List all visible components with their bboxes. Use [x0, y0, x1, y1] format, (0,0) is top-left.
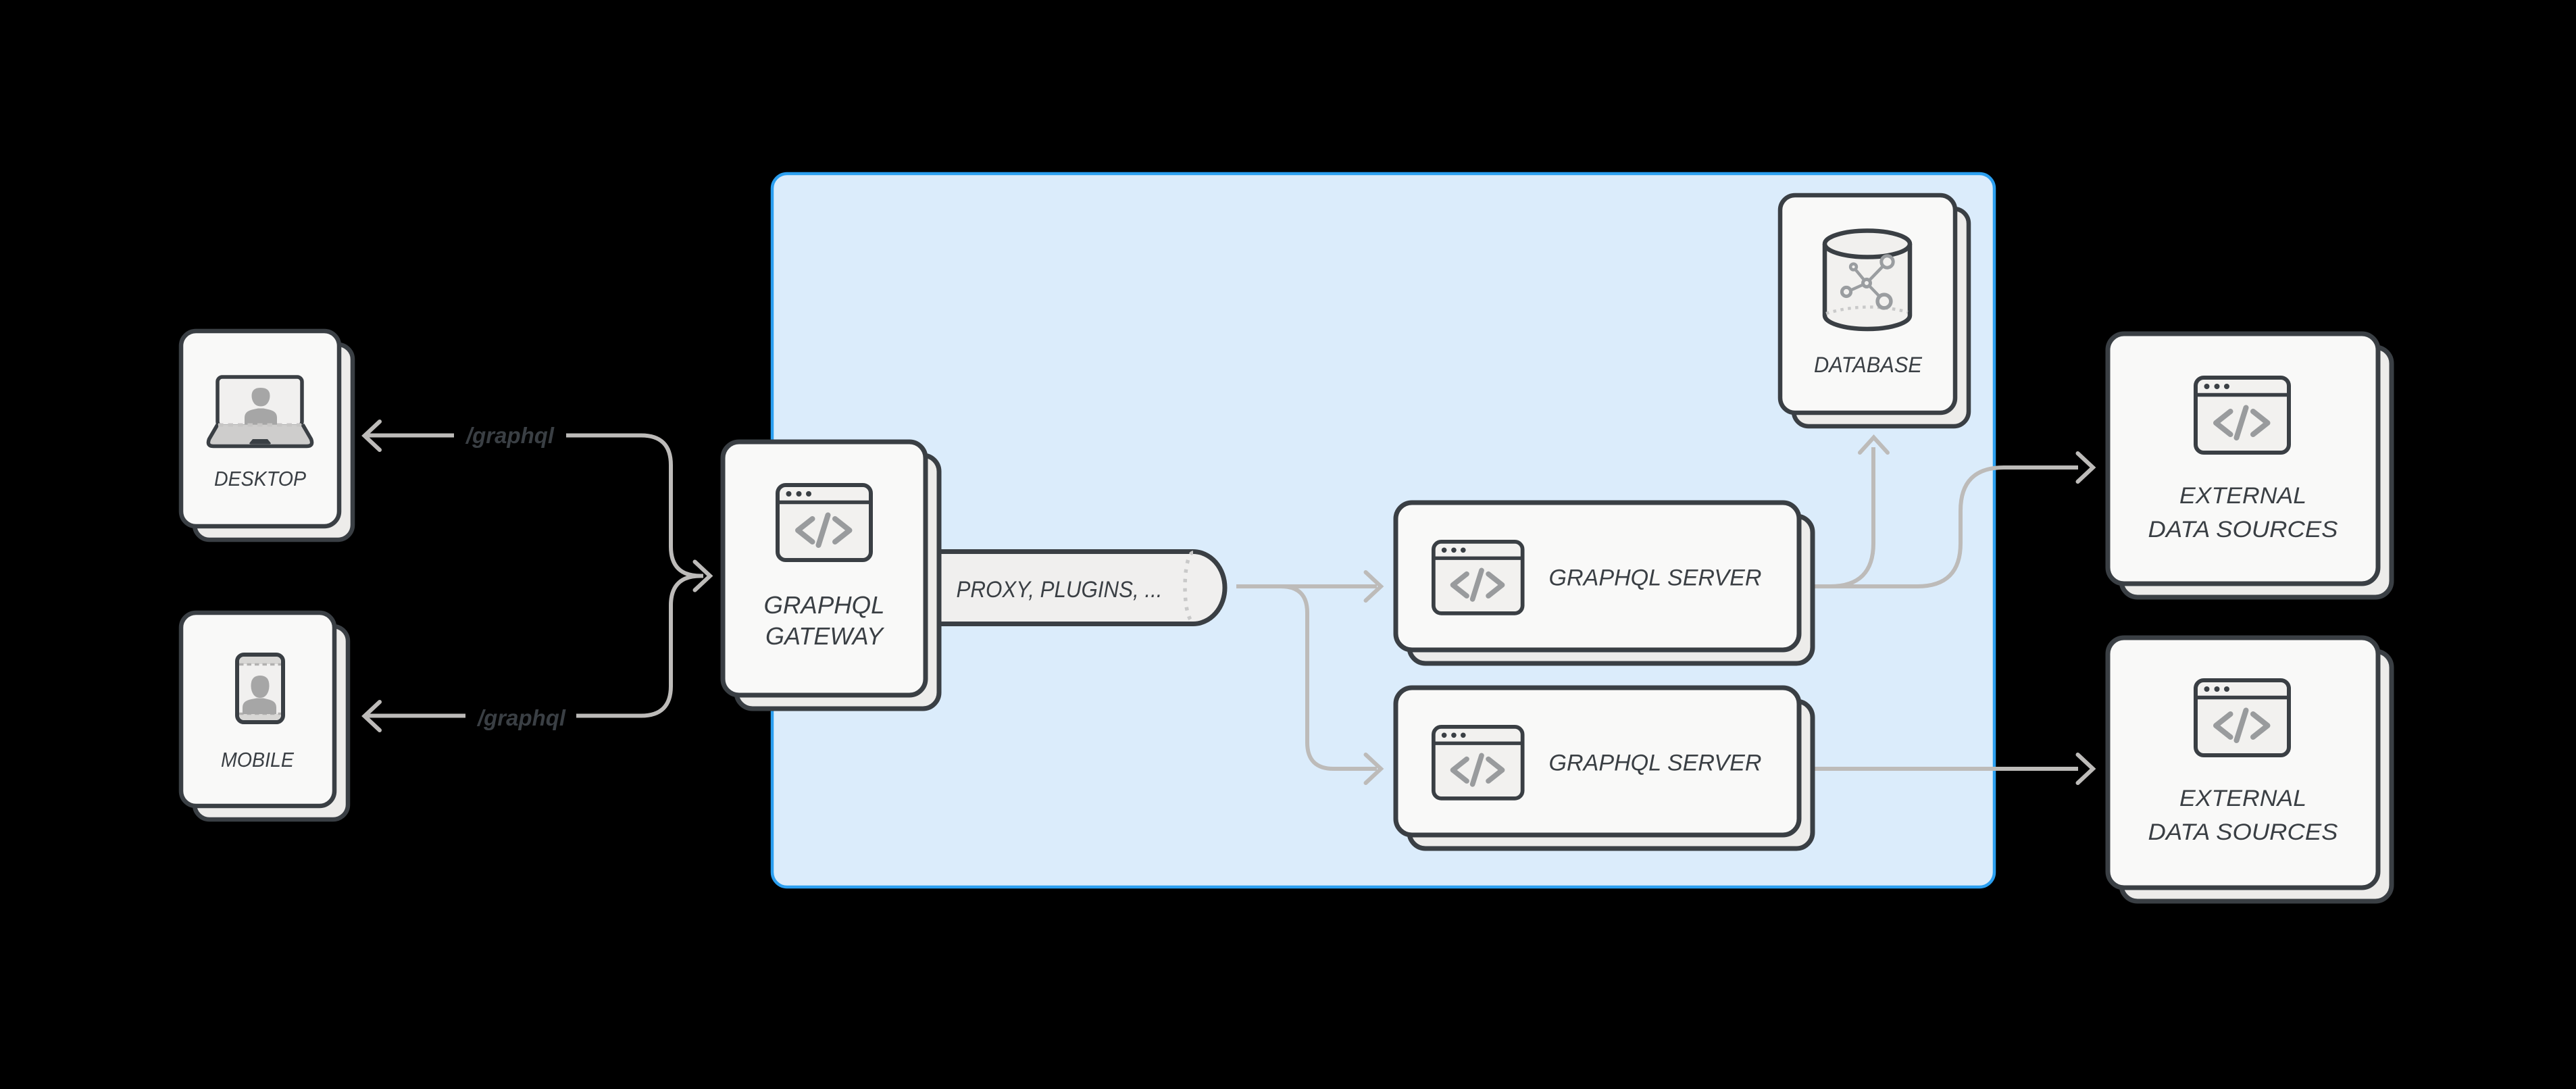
svg-text:DESKTOP: DESKTOP [214, 467, 306, 490]
svg-text:DATABASE: DATABASE [1814, 353, 1923, 377]
svg-text:DATA SOURCES: DATA SOURCES [2148, 819, 2338, 845]
svg-text:GRAPHQL SERVER: GRAPHQL SERVER [1549, 751, 1762, 776]
svg-text:EXTERNAL: EXTERNAL [2179, 786, 2306, 811]
svg-text:/graphql: /graphql [476, 705, 566, 730]
svg-text:GATEWAY: GATEWAY [765, 622, 885, 650]
svg-text:GRAPHQL SERVER: GRAPHQL SERVER [1549, 565, 1762, 591]
svg-text:EXTERNAL: EXTERNAL [2179, 483, 2306, 509]
svg-text:PROXY, PLUGINS, ...: PROXY, PLUGINS, ... [957, 577, 1163, 603]
svg-text:/graphql: /graphql [465, 423, 555, 448]
svg-text:DATA SOURCES: DATA SOURCES [2148, 517, 2338, 542]
svg-text:MOBILE: MOBILE [221, 748, 294, 771]
svg-text:GRAPHQL: GRAPHQL [764, 591, 885, 619]
